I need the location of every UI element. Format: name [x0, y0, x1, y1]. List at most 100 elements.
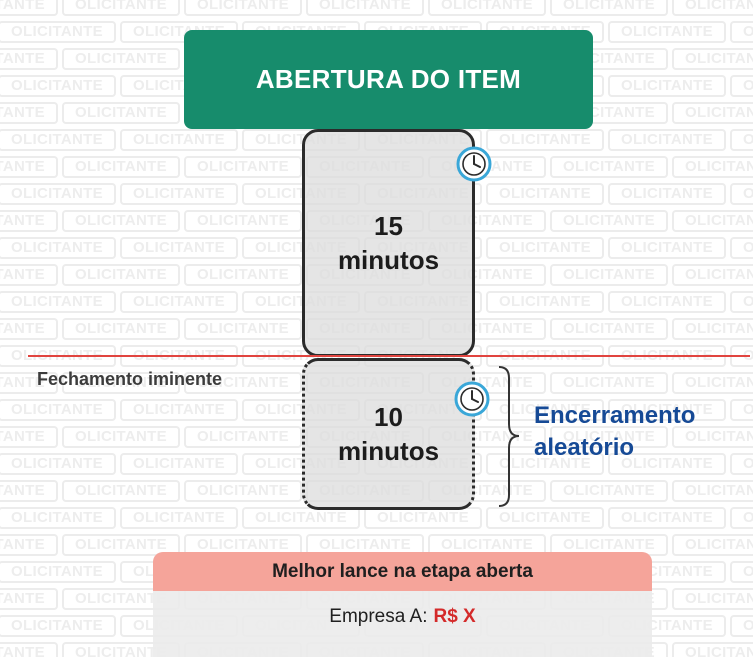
- watermark-tag: OLICITANTE: [550, 210, 668, 232]
- watermark-tag: OLICITANTE: [364, 507, 482, 529]
- watermark-tag: OLICITANTE: [0, 48, 58, 70]
- watermark-tag: OLICITANTE: [730, 399, 753, 421]
- watermark-tag: OLICITANTE: [0, 75, 116, 97]
- bid-value: R$ X: [433, 606, 476, 627]
- watermark-tag: OLICITANTE: [0, 129, 116, 151]
- best-bid-title-bar: Melhor lance na etapa aberta: [153, 552, 652, 591]
- watermark-tag: OLICITANTE: [672, 642, 753, 657]
- watermark-tag: OLICITANTE: [0, 426, 58, 448]
- watermark-tag: OLICITANTE: [730, 129, 753, 151]
- watermark-tag: OLICITANTE: [120, 129, 238, 151]
- watermark-tag: OLICITANTE: [0, 102, 58, 124]
- watermark-tag: OLICITANTE: [0, 21, 116, 43]
- watermark-tag: OLICITANTE: [0, 642, 58, 657]
- watermark-tag: OLICITANTE: [608, 21, 726, 43]
- watermark-tag: OLICITANTE: [0, 264, 58, 286]
- open-phase-number: 15: [374, 211, 403, 241]
- watermark-tag: OLICITANTE: [486, 507, 604, 529]
- watermark-tag: OLICITANTE: [672, 318, 753, 340]
- watermark-tag: OLICITANTE: [0, 480, 58, 502]
- watermark-tag: OLICITANTE: [672, 102, 753, 124]
- watermark-tag: OLICITANTE: [550, 318, 668, 340]
- watermark-tag: OLICITANTE: [120, 237, 238, 259]
- random-closing-label: Encerramento aleatório: [534, 400, 695, 464]
- watermark-tag: OLICITANTE: [0, 399, 116, 421]
- watermark-tag: OLICITANTE: [184, 210, 302, 232]
- item-opening-header: ABERTURA DO ITEM: [184, 30, 593, 129]
- watermark-tag: OLICITANTE: [0, 534, 58, 556]
- watermark-tag: OLICITANTE: [486, 183, 604, 205]
- watermark-tag: OLICITANTE: [242, 507, 360, 529]
- watermark-tag: OLICITANTE: [550, 264, 668, 286]
- watermark-tag: OLICITANTE: [550, 480, 668, 502]
- best-bid-row: Empresa A: R$ X: [153, 591, 652, 657]
- watermark-tag: OLICITANTE: [608, 129, 726, 151]
- watermark-tag: OLICITANTE: [0, 210, 58, 232]
- watermark-tag: OLICITANTE: [0, 507, 116, 529]
- watermark-tag: OLICITANTE: [730, 21, 753, 43]
- watermark-tag: OLICITANTE: [62, 102, 180, 124]
- watermark-tag: OLICITANTE: [672, 534, 753, 556]
- watermark-tag: OLICITANTE: [730, 291, 753, 313]
- watermark-tag: OLICITANTE: [184, 156, 302, 178]
- watermark-tag: OLICITANTE: [120, 507, 238, 529]
- header-title: ABERTURA DO ITEM: [255, 64, 522, 94]
- watermark-tag: OLICITANTE: [62, 264, 180, 286]
- watermark-tag: OLICITANTE: [608, 291, 726, 313]
- closing-phase-number: 10: [374, 402, 403, 432]
- watermark-tag: OLICITANTE: [184, 426, 302, 448]
- watermark-tag: OLICITANTE: [62, 210, 180, 232]
- watermark-tag: OLICITANTE: [730, 75, 753, 97]
- company-label: Empresa A:: [329, 606, 428, 627]
- watermark-tag: OLICITANTE: [184, 480, 302, 502]
- clock-icon: [456, 146, 492, 182]
- clock-icon: [454, 381, 490, 417]
- watermark-tag: OLICITANTE: [672, 0, 753, 16]
- closing-phase-box: 10 minutos: [302, 358, 475, 510]
- watermark-tag: OLICITANTE: [672, 48, 753, 70]
- watermark-tag: OLICITANTE: [0, 453, 116, 475]
- best-bid-panel: Melhor lance na etapa aberta Empresa A: …: [153, 552, 652, 657]
- watermark-tag: OLICITANTE: [0, 291, 116, 313]
- watermark-tag: OLICITANTE: [730, 183, 753, 205]
- watermark-tag: OLICITANTE: [730, 453, 753, 475]
- watermark-tag: OLICITANTE: [0, 0, 58, 16]
- random-closing-line1: Encerramento: [534, 402, 696, 429]
- watermark-tag: OLICITANTE: [62, 426, 180, 448]
- watermark-tag: OLICITANTE: [0, 561, 116, 583]
- curly-brace-icon: [498, 366, 520, 507]
- watermark-tag: OLICITANTE: [672, 372, 753, 394]
- watermark-row: OLICITANTEOLICITANTEOLICITANTEOLICITANTE…: [0, 0, 753, 18]
- watermark-tag: OLICITANTE: [608, 183, 726, 205]
- watermark-tag: OLICITANTE: [184, 318, 302, 340]
- watermark-tag: OLICITANTE: [608, 507, 726, 529]
- watermark-tag: OLICITANTE: [672, 480, 753, 502]
- watermark-tag: OLICITANTE: [120, 291, 238, 313]
- watermark-tag: OLICITANTE: [730, 615, 753, 637]
- watermark-tag: OLICITANTE: [62, 48, 180, 70]
- best-bid-title: Melhor lance na etapa aberta: [272, 560, 533, 582]
- closing-phase-duration: 10 minutos: [338, 400, 439, 468]
- watermark-tag: OLICITANTE: [62, 0, 180, 16]
- watermark-tag: OLICITANTE: [672, 210, 753, 232]
- watermark-tag: OLICITANTE: [306, 0, 424, 16]
- watermark-tag: OLICITANTE: [0, 156, 58, 178]
- watermark-tag: OLICITANTE: [550, 0, 668, 16]
- watermark-tag: OLICITANTE: [608, 237, 726, 259]
- watermark-tag: OLICITANTE: [120, 453, 238, 475]
- watermark-tag: OLICITANTE: [486, 237, 604, 259]
- open-phase-box: 15 minutos: [302, 129, 475, 357]
- random-closing-line2: aleatório: [534, 434, 635, 461]
- imminent-closing-label: Fechamento iminente: [37, 369, 223, 389]
- watermark-tag: OLICITANTE: [0, 183, 116, 205]
- watermark-tag: OLICITANTE: [486, 291, 604, 313]
- closing-phase-unit: minutos: [337, 436, 440, 466]
- watermark-tag: OLICITANTE: [730, 237, 753, 259]
- watermark-tag: OLICITANTE: [62, 156, 180, 178]
- watermark-tag: OLICITANTE: [486, 129, 604, 151]
- watermark-tag: OLICITANTE: [62, 480, 180, 502]
- open-phase-unit: minutos: [337, 245, 440, 275]
- watermark-tag: OLICITANTE: [0, 237, 116, 259]
- watermark-tag: OLICITANTE: [550, 156, 668, 178]
- watermark-tag: OLICITANTE: [0, 588, 58, 610]
